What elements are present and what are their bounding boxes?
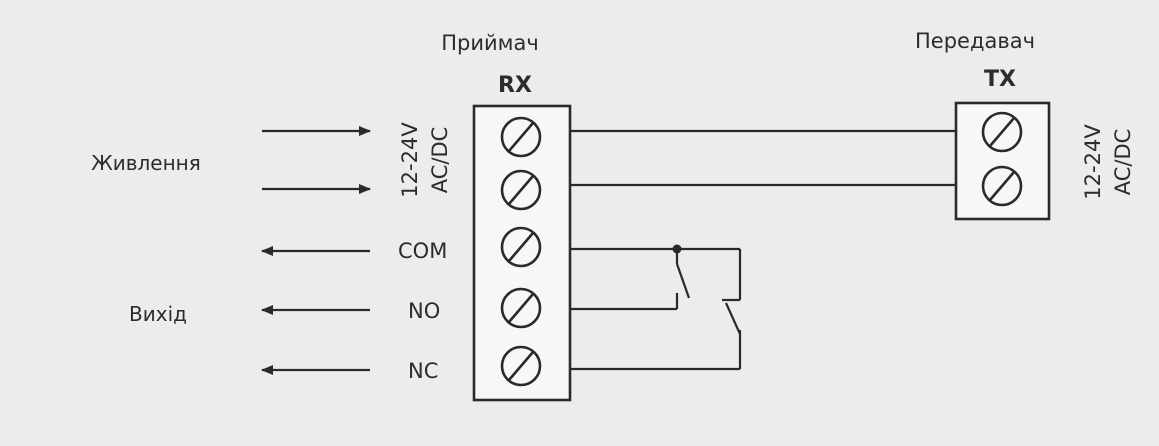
transmitter-terminal-block bbox=[954, 101, 1051, 221]
power-group-label: Живлення bbox=[91, 151, 201, 175]
receiver-screw-2-icon bbox=[500, 169, 542, 211]
receiver-screw-4-icon bbox=[500, 287, 542, 329]
receiver-terminal-block bbox=[472, 104, 572, 402]
receiver-screw-5-icon bbox=[500, 345, 542, 387]
receiver-voltage-label: 12-24V bbox=[398, 122, 422, 198]
receiver-screw-3-icon bbox=[500, 226, 542, 268]
receiver-type-label: AC/DC bbox=[428, 127, 452, 194]
transmitter-title: Передавач bbox=[915, 29, 1035, 53]
relay-contacts-schematic bbox=[570, 244, 742, 371]
transmitter-screw-2-icon bbox=[981, 165, 1023, 207]
transmitter-voltage-label: 12-24V bbox=[1081, 124, 1105, 200]
nc-label: NC bbox=[408, 359, 438, 383]
receiver-screw-1-icon bbox=[500, 116, 542, 158]
receiver-code: RX bbox=[498, 73, 532, 98]
transmitter-screw-1-icon bbox=[981, 111, 1023, 153]
receiver-title: Приймач bbox=[441, 31, 539, 55]
transmitter-code: TX bbox=[984, 67, 1016, 92]
transmitter-type-label: AC/DC bbox=[1111, 129, 1135, 196]
no-label: NO bbox=[408, 299, 440, 323]
com-label: COM bbox=[398, 239, 447, 263]
output-group-label: Вихід bbox=[129, 302, 187, 326]
